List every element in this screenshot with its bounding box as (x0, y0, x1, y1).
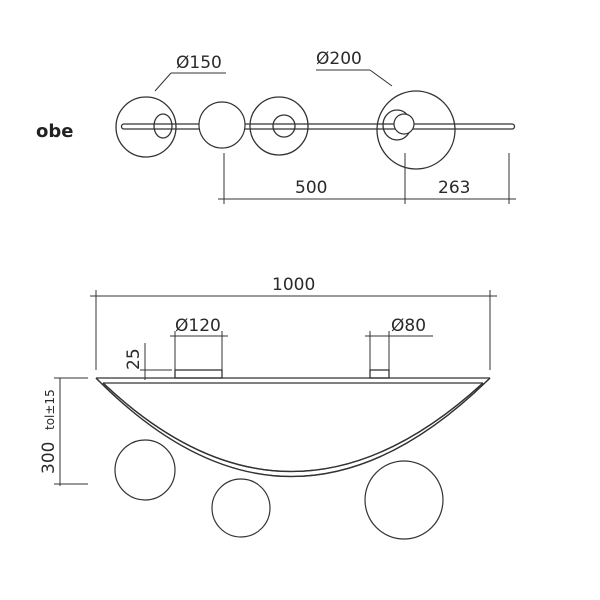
mount-third (272, 114, 296, 138)
dim-label-300: 300 (39, 442, 59, 474)
dim-leader-150: Ø150 (154, 53, 226, 92)
mounting-bar (96, 377, 490, 384)
dim-canopy-80: Ø80 (365, 316, 433, 370)
dim-label-tolerance: tol±15 (43, 389, 57, 430)
side-view: 1000 Ø120 Ø80 25 (39, 275, 497, 540)
dim-label-80: Ø80 (391, 316, 426, 336)
globe-outline-left (115, 96, 177, 158)
globe-outline-third (249, 96, 309, 156)
dim-label-25: 25 (124, 348, 144, 370)
canopy-small (369, 369, 390, 379)
dim-label-120: Ø120 (175, 316, 221, 336)
canopy-large (174, 369, 223, 379)
dim-label-200: Ø200 (316, 49, 362, 69)
top-view: obe Ø150 Ø200 (36, 49, 516, 204)
globe-small-right (393, 113, 415, 135)
dim-height-25: 25 (124, 343, 172, 380)
dim-label-1000: 1000 (272, 275, 315, 295)
dim-width-1000: 1000 (90, 275, 497, 370)
globe-side-left (114, 439, 176, 501)
globe-middle (198, 101, 246, 149)
dim-line-horizontal: 500 263 (218, 153, 516, 204)
globe-side-middle (211, 478, 271, 538)
product-name-fragment: obe (36, 121, 73, 142)
dim-canopy-120: Ø120 (170, 316, 228, 370)
globe-side-right (364, 460, 444, 540)
rod (120, 123, 516, 130)
dim-label-500: 500 (295, 178, 327, 198)
dim-height-300: 300 tol±15 (39, 377, 88, 486)
dim-leader-200: Ø200 (316, 49, 393, 87)
dim-label-150: Ø150 (176, 53, 222, 73)
dim-label-263: 263 (438, 178, 470, 198)
mount-left (153, 113, 173, 139)
globe-outline-right (376, 90, 456, 170)
